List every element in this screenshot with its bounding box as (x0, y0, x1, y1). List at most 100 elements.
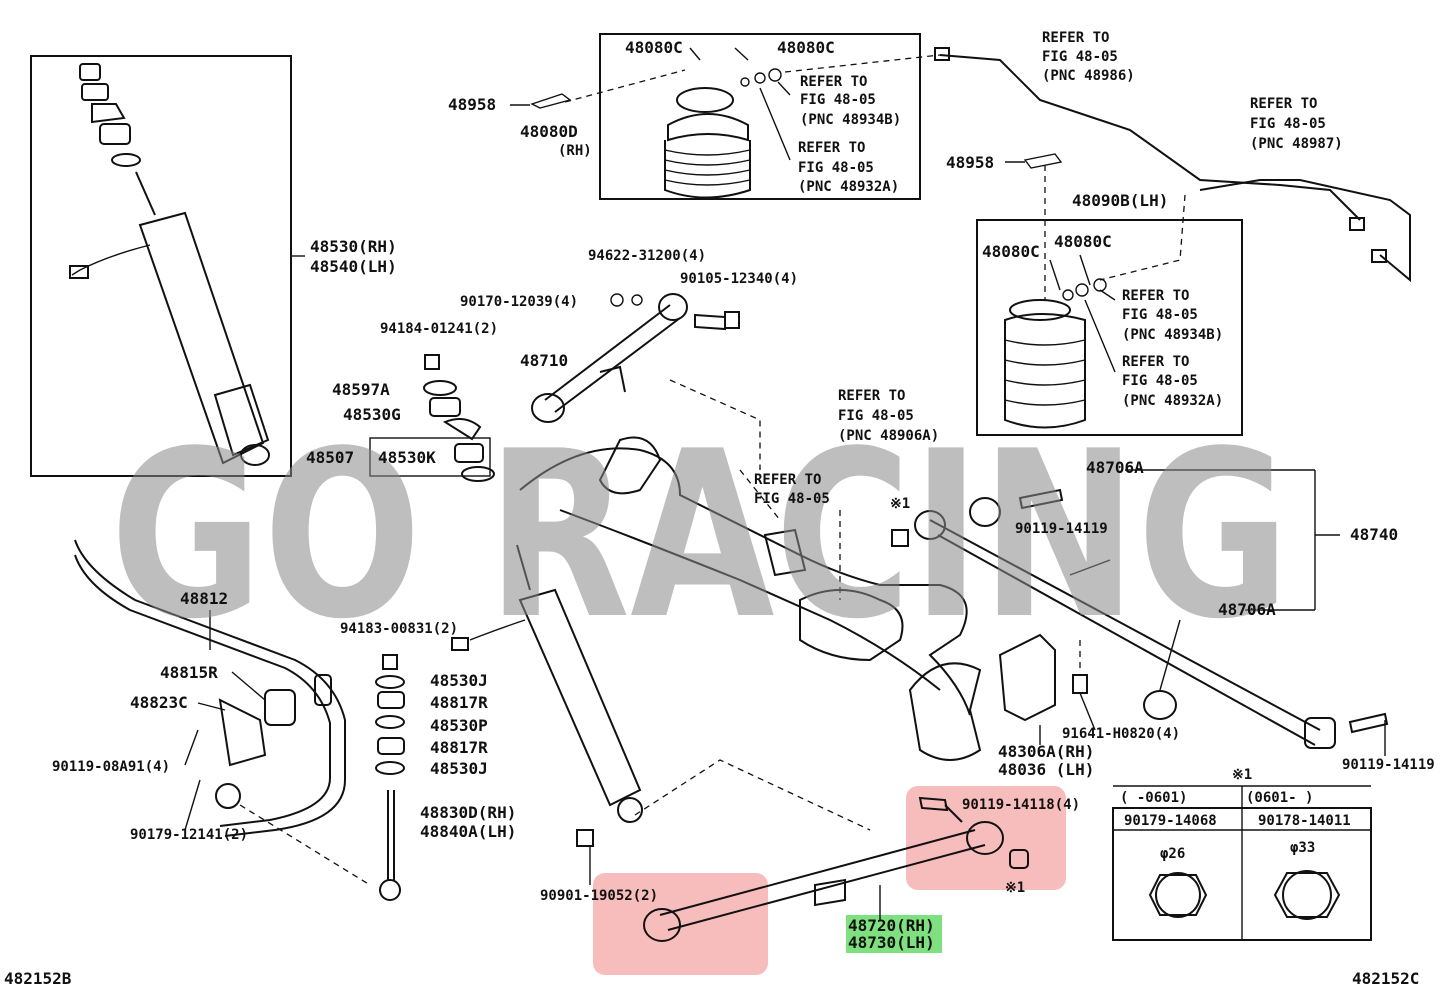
label-48817r-b: 48817R (430, 738, 488, 757)
label-90179-12141: 90179-12141(2) (130, 827, 248, 843)
ref5-line2: FIG 48-05 (1122, 307, 1198, 323)
label-48710: 48710 (520, 351, 568, 370)
ref5-line1: REFER TO (1122, 288, 1189, 304)
air-spring-lh-drawing (1004, 153, 1186, 429)
label-48530g: 48530G (343, 405, 401, 424)
ref3-line3: (PNC 48986) (1042, 68, 1135, 84)
stabilizer-bar-drawing (74, 539, 371, 886)
label-48812: 48812 (180, 589, 228, 608)
label-48036: 48036 (LH) (998, 760, 1094, 779)
ref5-line3: (PNC 48934B) (1122, 327, 1223, 343)
label-48958-a: 48958 (448, 95, 496, 114)
diagram-code-left: 482152B (4, 969, 72, 988)
lateral-rod-drawing (891, 488, 1389, 749)
label-48507: 48507 (306, 448, 354, 467)
label-star1-a: ※1 (890, 496, 910, 512)
label-90105: 90105-12340(4) (680, 271, 798, 287)
bracket-48507-frame (369, 437, 491, 477)
watermark-text: GO RACING (110, 403, 1290, 670)
ref3-line2: FIG 48-05 (1042, 49, 1118, 65)
diagram-code-right: 482152C (1352, 969, 1419, 988)
air-lines-drawing (934, 47, 1411, 283)
label-94622: 94622-31200(4) (588, 248, 706, 264)
label-48597a: 48597A (332, 380, 390, 399)
ref1-line1: REFER TO (800, 74, 867, 90)
label-48080c-a: 48080C (625, 38, 683, 57)
label-48706a-b: 48706A (1218, 600, 1276, 619)
label-48840a: 48840A(LH) (420, 822, 516, 841)
lower-control-arm-drawing (634, 759, 1029, 942)
table-col2-diameter: φ33 (1290, 840, 1315, 856)
label-94184: 94184-01241(2) (380, 321, 498, 337)
label-48530k: 48530K (378, 448, 436, 467)
ref2-line1: REFER TO (798, 140, 865, 156)
label-48080c-c: 48080C (982, 242, 1040, 261)
ref6-line1: REFER TO (1122, 354, 1189, 370)
ref7-line2: FIG 48-05 (838, 408, 914, 424)
label-48730: 48730(LH) (848, 933, 935, 952)
air-spring-rh-frame (599, 33, 921, 200)
label-90119-14119-a: 90119-14119 (1015, 521, 1108, 537)
air-spring-rh-drawing (530, 54, 941, 199)
leader-lines (184, 47, 1386, 920)
ref8-line1: REFER TO (754, 472, 821, 488)
ref6-line2: FIG 48-05 (1122, 373, 1198, 389)
label-90901: 90901-19052(2) (540, 888, 658, 904)
label-48080d: 48080D (520, 122, 578, 141)
label-90119-14119-b: 90119-14119 (1342, 757, 1435, 773)
label-48540: 48540(LH) (310, 257, 397, 276)
label-48815r: 48815R (160, 663, 218, 682)
label-48958-b: 48958 (946, 153, 994, 172)
label-48080c-b: 48080C (777, 38, 835, 57)
ref1-line2: FIG 48-05 (800, 92, 876, 108)
ref6-line3: (PNC 48932A) (1122, 393, 1223, 409)
label-48720: 48720(RH) (848, 916, 935, 935)
ref1-line3: (PNC 48934B) (800, 112, 901, 128)
label-48817r-a: 48817R (430, 693, 488, 712)
label-48530: 48530(RH) (310, 237, 397, 256)
reference-table (1112, 785, 1372, 941)
label-91641: 91641-H0820(4) (1062, 726, 1180, 742)
shock-absorber-frame (30, 55, 292, 477)
ref8-line2: FIG 48-05 (754, 491, 830, 507)
label-48080c-d: 48080C (1054, 232, 1112, 251)
label-48530p: 48530P (430, 716, 488, 735)
label-48080d-rh: (RH) (558, 143, 592, 159)
label-48306a: 48306A(RH) (998, 742, 1094, 761)
stabilizer-link-stack-drawing (375, 654, 405, 901)
ref2-line2: FIG 48-05 (798, 160, 874, 176)
ref4-line3: (PNC 48987) (1250, 136, 1343, 152)
table-col1-diameter: φ26 (1160, 846, 1185, 862)
label-48830d: 48830D(RH) (420, 803, 516, 822)
label-star1-b: ※1 (1005, 880, 1025, 896)
axle-housing-drawing (519, 379, 982, 761)
ref2-line3: (PNC 48932A) (798, 179, 899, 195)
table-col1-range: ( -0601) (1120, 790, 1187, 806)
ref3-line1: REFER TO (1042, 30, 1109, 46)
green-label-bg (846, 915, 942, 953)
upper-control-arm-drawing (531, 293, 740, 423)
label-90119-14118: 90119-14118(4) (962, 797, 1080, 813)
table-col1-part: 90179-14068 (1124, 813, 1217, 829)
ref7-line1: REFER TO (838, 388, 905, 404)
table-col2-range: (0601- ) (1246, 790, 1313, 806)
label-48530j-b: 48530J (430, 759, 488, 778)
ref4-line2: FIG 48-05 (1250, 116, 1326, 132)
label-48530j-a: 48530J (430, 671, 488, 690)
highlight-box-right (906, 786, 1066, 890)
ref7-line3: (PNC 48906A) (838, 428, 939, 444)
label-48740: 48740 (1350, 525, 1398, 544)
label-94183: 94183-00831(2) (340, 621, 458, 637)
table-star: ※1 (1232, 767, 1252, 783)
label-90170: 90170-12039(4) (460, 294, 578, 310)
shock-absorber-lower-drawing (451, 544, 643, 847)
table-col2-part: 90178-14011 (1258, 813, 1351, 829)
shock-absorber-rh-drawing (69, 63, 270, 466)
air-spring-lh-frame (976, 219, 1243, 436)
label-48090b: 48090B(LH) (1072, 191, 1168, 210)
ref4-line1: REFER TO (1250, 96, 1317, 112)
bump-stop-stack-drawing (423, 354, 495, 482)
label-48823c: 48823C (130, 693, 188, 712)
